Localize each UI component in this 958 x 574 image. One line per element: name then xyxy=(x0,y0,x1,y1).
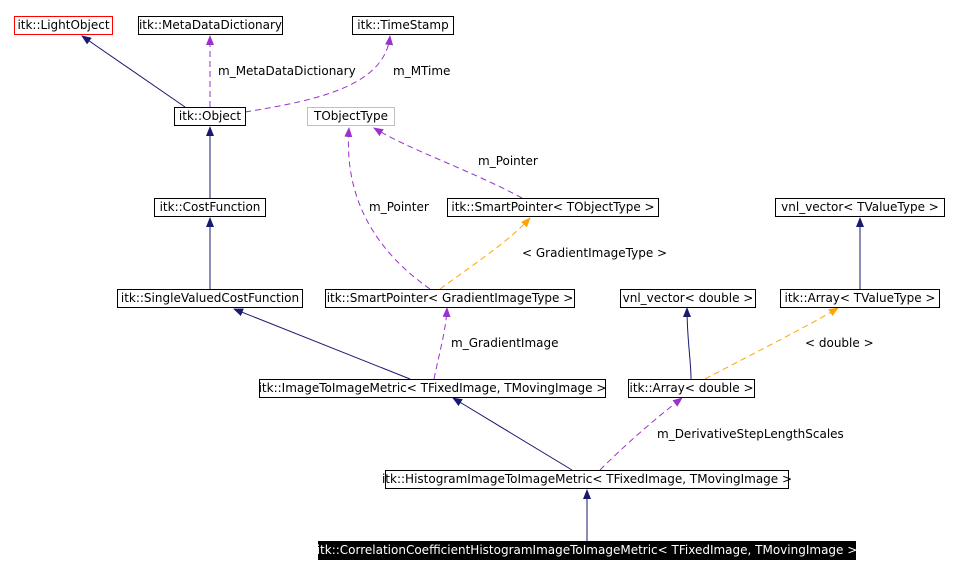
label-m-pointer-left: m_Pointer xyxy=(369,200,429,214)
label-m-gradientimage: m_GradientImage xyxy=(451,336,559,350)
label-m-derivativesteplengthscales: m_DerivativeStepLengthScales xyxy=(657,427,844,441)
node-histogram-metric[interactable]: itk::HistogramImageToImageMetric< TFixed… xyxy=(382,470,792,489)
edge-arraydouble-to-vnlvectordouble xyxy=(683,307,692,380)
edge-smartpointer-template xyxy=(439,217,531,290)
node-light-object[interactable]: itk::LightObject xyxy=(14,16,113,35)
label-m-mtime: m_MTime xyxy=(393,64,450,78)
node-array-double[interactable]: itk::Array< double > xyxy=(628,379,755,398)
label-m-pointer-top: m_Pointer xyxy=(478,154,538,168)
edge-gradientimage-usage xyxy=(433,307,451,380)
node-object[interactable]: itk::Object xyxy=(174,107,246,126)
edge-timestamp-usage xyxy=(244,35,394,113)
node-array-tvalue[interactable]: itk::Array< TValueType > xyxy=(780,289,940,308)
node-smart-pointer-tobject[interactable]: itk::SmartPointer< TObjectType > xyxy=(447,198,659,217)
node-single-valued-cost-function[interactable]: itk::SingleValuedCostFunction xyxy=(117,289,303,308)
edge-tobjecttype-usage-top xyxy=(373,127,523,199)
edge-derivativestep-usage xyxy=(599,397,683,471)
node-vnl-vector-double[interactable]: vnl_vector< double > xyxy=(620,289,756,308)
node-vnl-vector-tvalue[interactable]: vnl_vector< TValueType > xyxy=(775,198,945,217)
label-gradient-image-type: < GradientImageType > xyxy=(522,246,667,260)
node-metadata-dictionary[interactable]: itk::MetaDataDictionary xyxy=(138,16,283,35)
node-cost-function[interactable]: itk::CostFunction xyxy=(154,198,266,217)
edge-object-to-lightobject xyxy=(81,35,186,108)
edge-tobjecttype-usage-left xyxy=(344,127,431,290)
node-correlation-metric[interactable]: itk::CorrelationCoefficientHistogramImag… xyxy=(317,541,857,560)
node-tobject-type: TObjectType xyxy=(307,107,395,126)
node-time-stamp[interactable]: itk::TimeStamp xyxy=(352,16,454,35)
edge-array-template xyxy=(704,307,839,380)
edge-imagetoimagemetric-to-singlevalued xyxy=(233,308,411,380)
edge-histogram-to-imagetoimagemetric xyxy=(452,397,573,471)
node-image-to-image-metric[interactable]: itk::ImageToImageMetric< TFixedImage, TM… xyxy=(259,379,606,398)
node-smart-pointer-gradient[interactable]: itk::SmartPointer< GradientImageType > xyxy=(325,289,575,308)
label-double-template: < double > xyxy=(805,336,874,350)
label-m-metadatadictionary: m_MetaDataDictionary xyxy=(218,64,356,78)
